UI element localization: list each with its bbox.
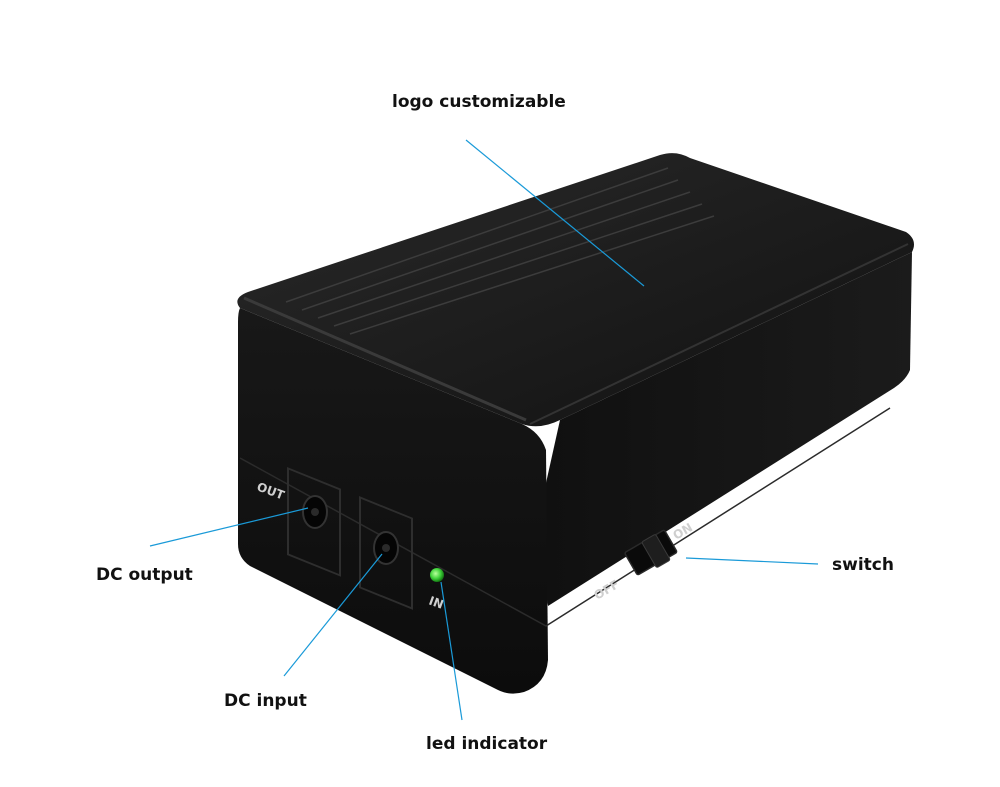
in-port-text: IN (427, 594, 445, 612)
led-light (430, 568, 444, 582)
dc-output-port-frame (287, 466, 341, 577)
label-dc-output: DC output (96, 565, 193, 585)
leader-line-switch (685, 557, 819, 565)
box-top-face (237, 153, 915, 427)
front-panel: OUT IN (255, 466, 445, 612)
box-edge-highlight (243, 296, 527, 422)
top-grooves (285, 167, 715, 335)
label-dc-input: DC input (224, 691, 307, 711)
leader-line-dc-input (283, 553, 383, 677)
box-front-face (238, 308, 548, 694)
switch-toggle (641, 534, 671, 568)
leader-line-logo (465, 139, 645, 287)
leader-line-led (440, 581, 463, 721)
power-bank-box (237, 153, 915, 694)
label-led-indicator: led indicator (426, 734, 548, 754)
leader-lines (149, 139, 819, 721)
dc-input-port-frame (359, 496, 413, 610)
label-logo-customizable: logo customizable (392, 92, 566, 112)
leader-line-dc-output (149, 507, 309, 547)
box-seam-line (239, 407, 891, 627)
box-side-face (540, 252, 912, 606)
label-switch: switch (832, 555, 894, 575)
